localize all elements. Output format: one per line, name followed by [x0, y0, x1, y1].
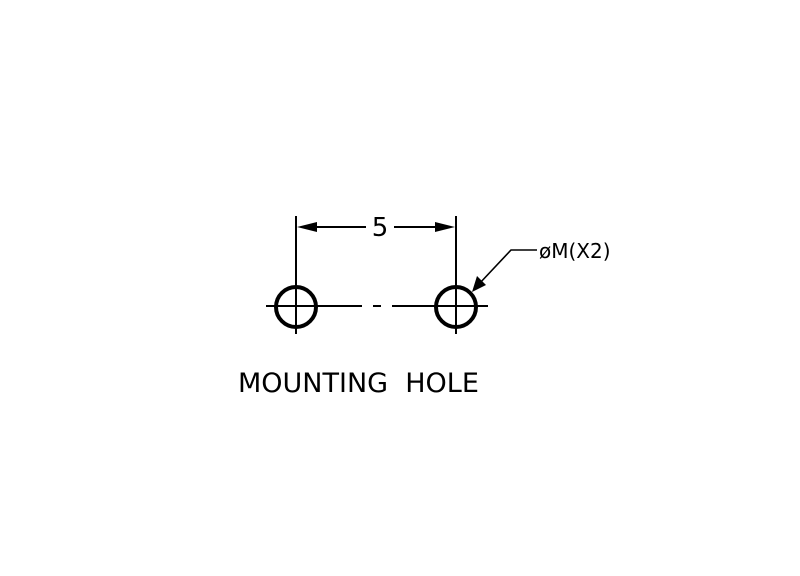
dimension-line — [297, 222, 455, 232]
mounting-hole-left — [274, 278, 318, 334]
hole-diameter-callout: øM(X2) — [539, 239, 611, 263]
drawing-caption: MOUNTING HOLE — [238, 368, 479, 399]
dimension-arrow-right — [435, 222, 455, 232]
dimension-arrow-left — [297, 222, 317, 232]
mounting-hole-right — [434, 278, 478, 334]
callout-arrow — [472, 276, 486, 292]
callout-leader — [472, 249, 537, 292]
dimension-value: 5 — [372, 213, 389, 243]
